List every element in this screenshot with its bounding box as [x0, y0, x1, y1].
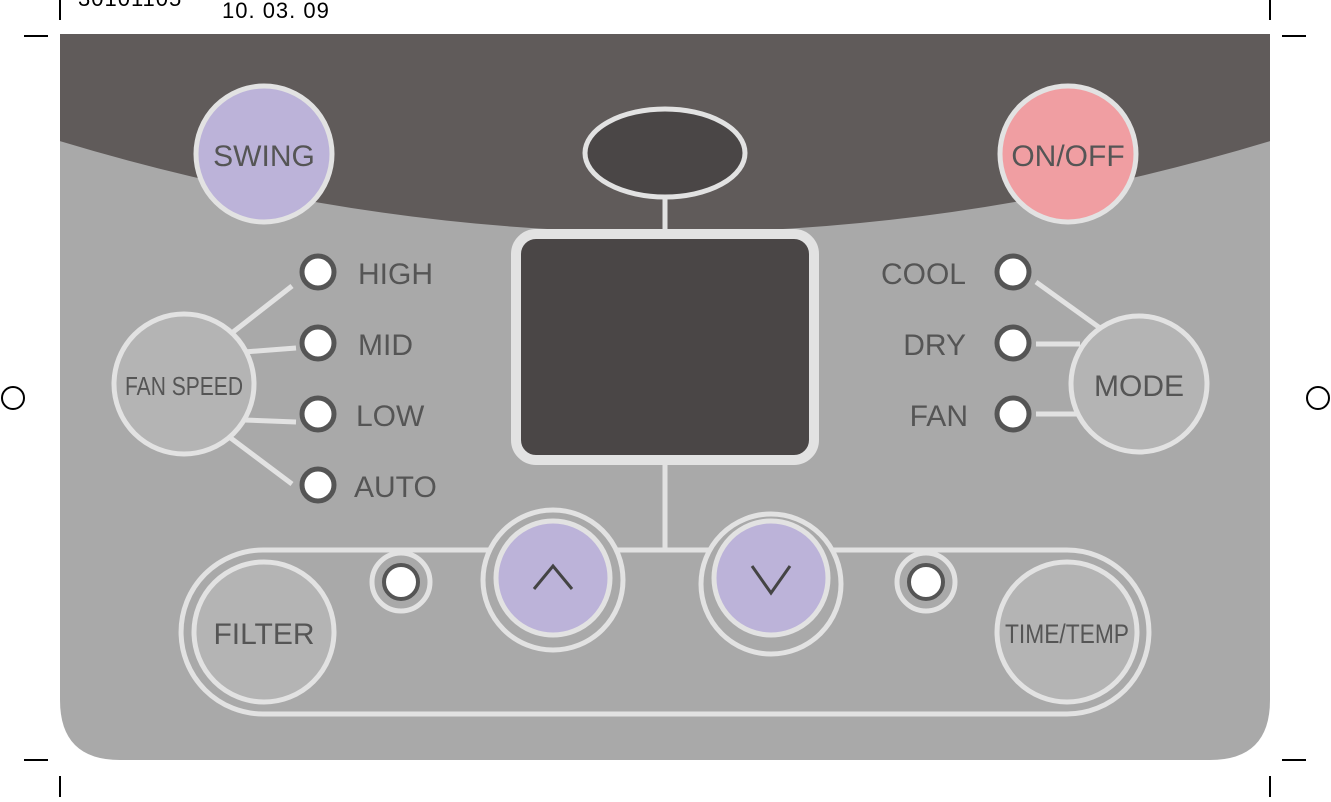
filter-button-label: FILTER	[213, 618, 314, 651]
indicator-led	[994, 324, 1032, 362]
fan-low-indicator: LOW	[299, 395, 425, 433]
fan-auto-label: AUTO	[354, 471, 437, 504]
indicator-led	[994, 395, 1032, 433]
mode-cool-label: COOL	[881, 258, 966, 291]
right-registration-mark	[1306, 386, 1330, 410]
indicator-led	[994, 253, 1032, 291]
fan-high-label: HIGH	[358, 258, 433, 291]
filter-indicator-light	[369, 550, 433, 614]
mode-indicators: COOL DRY FAN	[881, 253, 1032, 433]
time-temp-button-label: TIME/TEMP	[1005, 619, 1129, 649]
left-registration-mark	[1, 386, 25, 410]
mode-cool-indicator: COOL	[881, 253, 1032, 291]
ir-receiver-window	[582, 106, 748, 200]
fan-speed-indicators: HIGH MID LOW AUTO	[299, 253, 437, 504]
fan-speed-button[interactable]: FAN SPEED	[111, 311, 257, 457]
on-off-button-label: ON/OFF	[1011, 140, 1124, 173]
filter-button[interactable]: FILTER	[191, 559, 337, 705]
part-code-label: 30101105	[78, 0, 182, 12]
mode-fan-indicator: FAN	[910, 395, 1032, 433]
bottom-button-track	[178, 547, 1152, 717]
indicator-led	[299, 324, 337, 362]
up-button[interactable]	[480, 507, 626, 653]
mode-button[interactable]: MODE	[1068, 313, 1210, 455]
down-button[interactable]	[698, 511, 844, 657]
fan-mid-indicator: MID	[299, 324, 413, 362]
lcd-display	[511, 229, 819, 465]
mode-fan-label: FAN	[910, 400, 968, 433]
fan-auto-indicator: AUTO	[299, 466, 437, 504]
time-temp-button[interactable]: TIME/TEMP	[994, 559, 1140, 705]
swing-button-label: SWING	[213, 140, 315, 173]
print-date-label: 10. 03. 09	[222, 0, 330, 23]
mode-dry-label: DRY	[903, 329, 966, 362]
mode-button-label: MODE	[1094, 370, 1184, 403]
fan-speed-button-label: FAN SPEED	[125, 371, 243, 401]
mode-dry-indicator: DRY	[903, 324, 1032, 362]
on-off-button[interactable]: ON/OFF	[997, 83, 1139, 225]
chevron-up-icon	[532, 563, 574, 590]
timer-indicator-light	[894, 550, 958, 614]
indicator-led	[299, 395, 337, 433]
fan-mid-label: MID	[358, 329, 413, 362]
chevron-down-icon	[750, 565, 792, 596]
fan-high-indicator: HIGH	[299, 253, 433, 291]
indicator-led	[299, 466, 337, 504]
swing-button[interactable]: SWING	[193, 83, 335, 225]
fan-low-label: LOW	[356, 400, 425, 433]
connector-lines	[226, 196, 1102, 548]
indicator-led	[299, 253, 337, 291]
